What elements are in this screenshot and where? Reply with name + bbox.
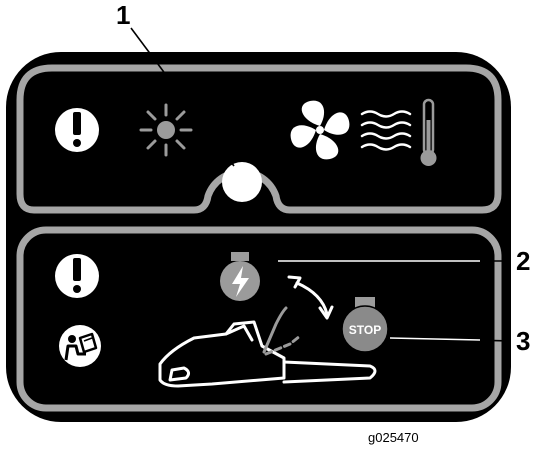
warning-icon-lower: [55, 254, 99, 298]
light-icon: [141, 105, 191, 155]
stop-label: STOP: [349, 323, 381, 337]
indicator-light: [222, 162, 262, 202]
read-manual-icon: [59, 325, 101, 367]
callout-1-label: 1: [116, 2, 130, 28]
callout-3-label: 3: [516, 328, 530, 354]
callout-2-label: 2: [516, 248, 530, 274]
warning-icon: [55, 108, 99, 152]
figure-id: g025470: [368, 430, 419, 445]
